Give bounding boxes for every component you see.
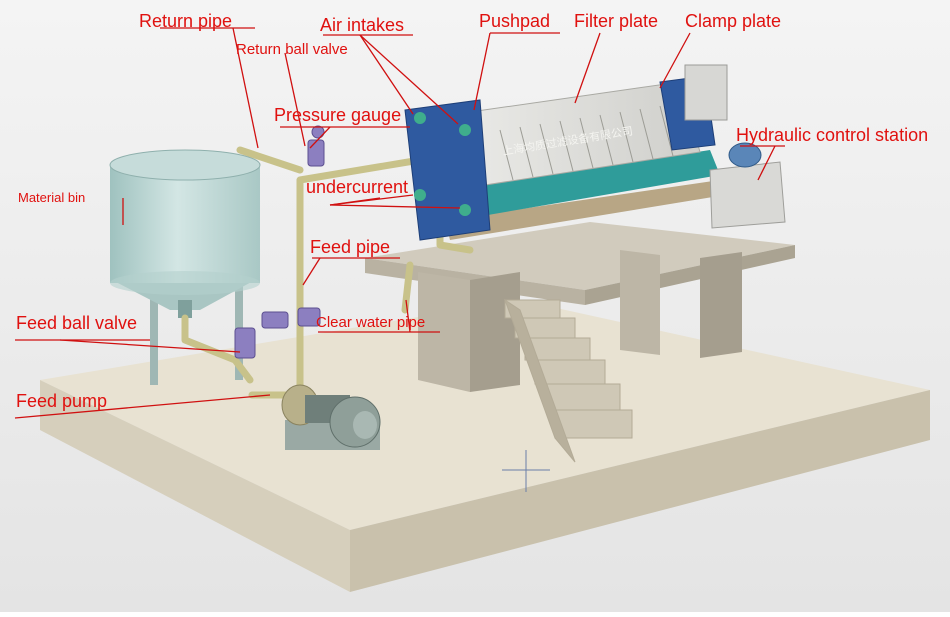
feed-pump [281, 384, 381, 450]
hydraulic-control-station-label: Hydraulic control station [736, 125, 929, 145]
feed-pipe-label: Feed pipe [310, 237, 391, 257]
filter-press: 上海均质过滤设备有限公司 [404, 64, 728, 241]
pressure-gauge-label: Pressure gauge [274, 105, 402, 125]
clamp-plate-label: Clamp plate [685, 11, 782, 31]
base-platform [40, 300, 930, 592]
material-bin [109, 149, 261, 385]
air-intakes-label: Air intakes [320, 15, 405, 35]
clear-water-pipe-label: Clear water pipe [316, 314, 426, 331]
feed-pump-label: Feed pump [16, 391, 108, 411]
material-bin-label: Material bin [18, 190, 86, 205]
pushpad-label: Pushpad [479, 11, 551, 31]
concrete-stand [365, 222, 795, 392]
crosshair-icon [502, 450, 550, 492]
undercurrent-label: undercurrent [306, 177, 409, 197]
return-pipe-label: Return pipe [139, 11, 233, 31]
stairs [504, 298, 633, 463]
feed-ball-valve-label: Feed ball valve [16, 313, 138, 333]
leader-lines [14, 27, 785, 419]
hydraulic-station [709, 142, 786, 229]
filter-plate-label: Filter plate [574, 11, 659, 31]
return-ball-valve-label: Return ball valve [236, 41, 348, 58]
